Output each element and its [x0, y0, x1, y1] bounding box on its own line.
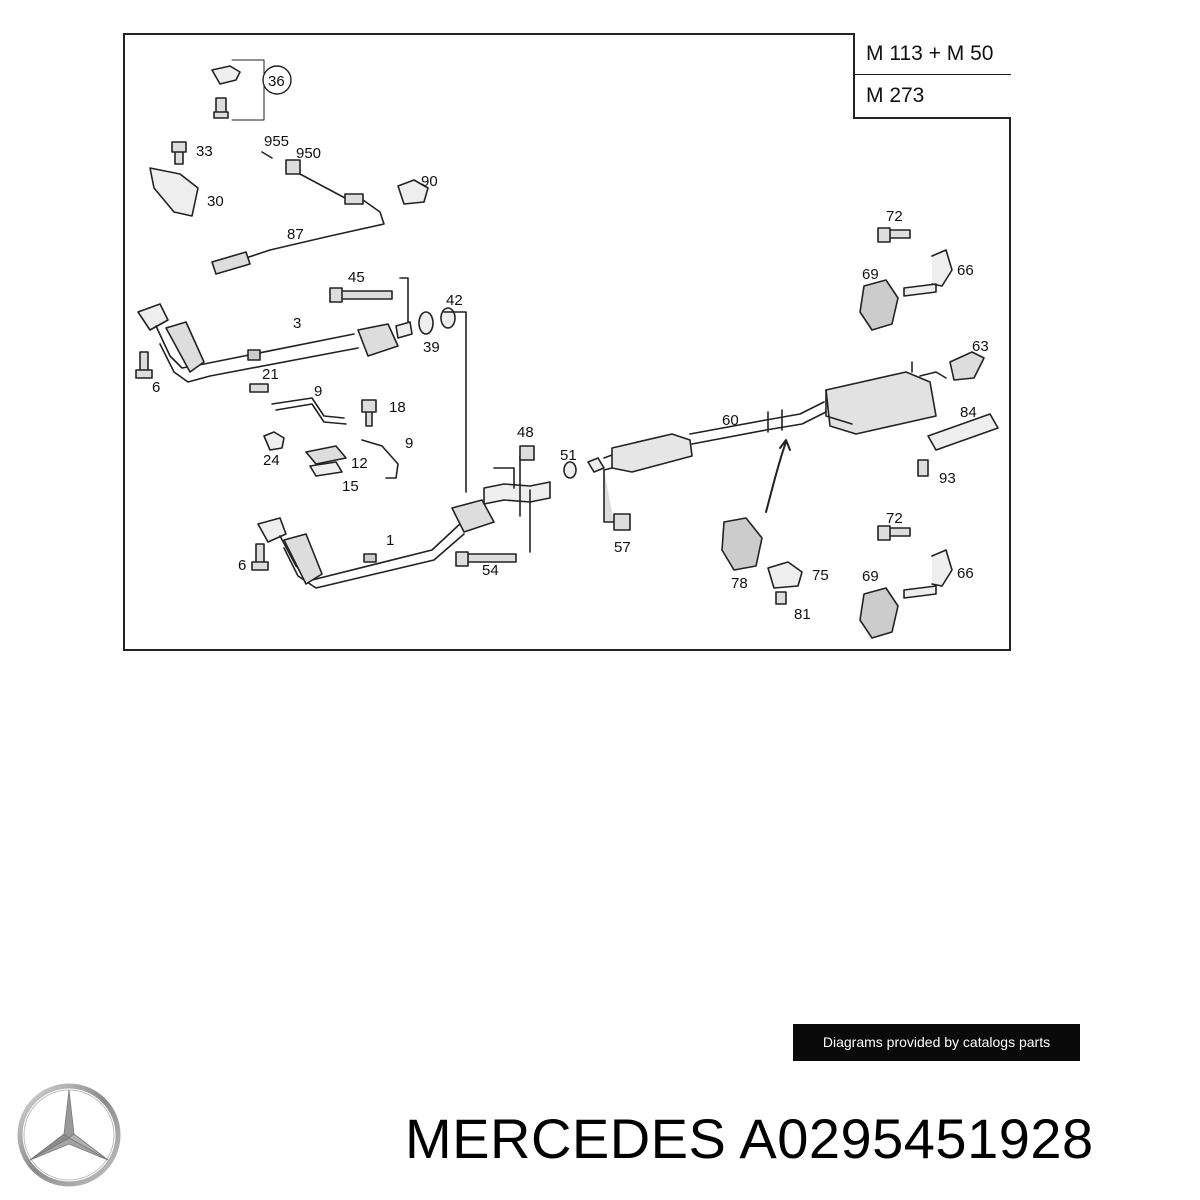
front-pipe-lower-part: [257, 455, 551, 589]
engine-code-row: M 113 + M 50: [855, 33, 1011, 75]
callout-81: 81: [794, 606, 811, 623]
bolt-part: [135, 351, 153, 379]
callout-75: 75: [812, 567, 829, 584]
callout-6-lower: 6: [238, 557, 246, 574]
callout-45: 45: [348, 269, 365, 286]
callout-30: 30: [207, 193, 224, 210]
callout-15: 15: [342, 478, 359, 495]
callout-69-lower: 69: [862, 568, 879, 585]
ring-part: [563, 461, 577, 479]
nut-part: [519, 445, 535, 461]
callout-3: 3: [293, 315, 301, 332]
callout-36: 36: [268, 73, 285, 90]
callout-1: 1: [386, 532, 394, 549]
callout-33: 33: [196, 143, 213, 160]
heat-shield-part: [149, 141, 199, 217]
bolt-part: [251, 543, 269, 571]
callout-72-lower: 72: [886, 510, 903, 527]
callout-90: 90: [421, 173, 438, 190]
bracket-parts: [249, 383, 399, 479]
callout-63: 63: [972, 338, 989, 355]
callout-51: 51: [560, 447, 577, 464]
callout-69-upper: 69: [862, 266, 879, 283]
callout-66-lower: 66: [957, 565, 974, 582]
callout-21: 21: [262, 366, 279, 383]
engine-code-row: M 273: [866, 84, 925, 107]
engine-code-table: M 113 + M 50 M 273: [853, 33, 1011, 119]
callout-57: 57: [614, 539, 631, 556]
clip-nut-part: [211, 59, 292, 121]
callout-24: 24: [263, 452, 280, 469]
diagram-credit-badge: Diagrams provided by catalogs parts: [793, 1024, 1080, 1061]
callout-66-upper: 66: [957, 262, 974, 279]
callout-955: 955: [264, 133, 289, 150]
callout-42: 42: [446, 292, 463, 309]
callout-18: 18: [389, 399, 406, 416]
long-bolt-part: [455, 489, 531, 567]
rear-muffler-part: [825, 351, 999, 451]
callout-60: 60: [722, 412, 739, 429]
callout-950: 950: [296, 145, 321, 162]
bolt-gasket-parts: [329, 277, 467, 493]
brand-part-number-heading: MERCEDES A0295451928: [405, 1106, 1094, 1171]
middle-pipe-part: [587, 401, 827, 473]
callout-9-upper: 9: [314, 383, 322, 400]
part-number: A0295451928: [739, 1107, 1094, 1170]
oxygen-sensor-part: [211, 151, 429, 275]
callout-39: 39: [423, 339, 440, 356]
three-pointed-star-logo-icon: [17, 1083, 121, 1187]
hanger-parts: [721, 227, 953, 639]
callout-87: 87: [287, 226, 304, 243]
callout-72-upper: 72: [886, 208, 903, 225]
callout-12: 12: [351, 455, 368, 472]
exhaust-diagram-frame: [123, 33, 1011, 651]
nut-part: [603, 469, 631, 531]
callout-9-lower: 9: [405, 435, 413, 452]
callout-84: 84: [960, 404, 977, 421]
callout-6-upper: 6: [152, 379, 160, 396]
callout-93: 93: [939, 470, 956, 487]
front-pipe-upper-part: [137, 303, 413, 383]
brand-name: MERCEDES: [405, 1107, 727, 1170]
callout-54: 54: [482, 562, 499, 579]
callout-78: 78: [731, 575, 748, 592]
callout-48: 48: [517, 424, 534, 441]
